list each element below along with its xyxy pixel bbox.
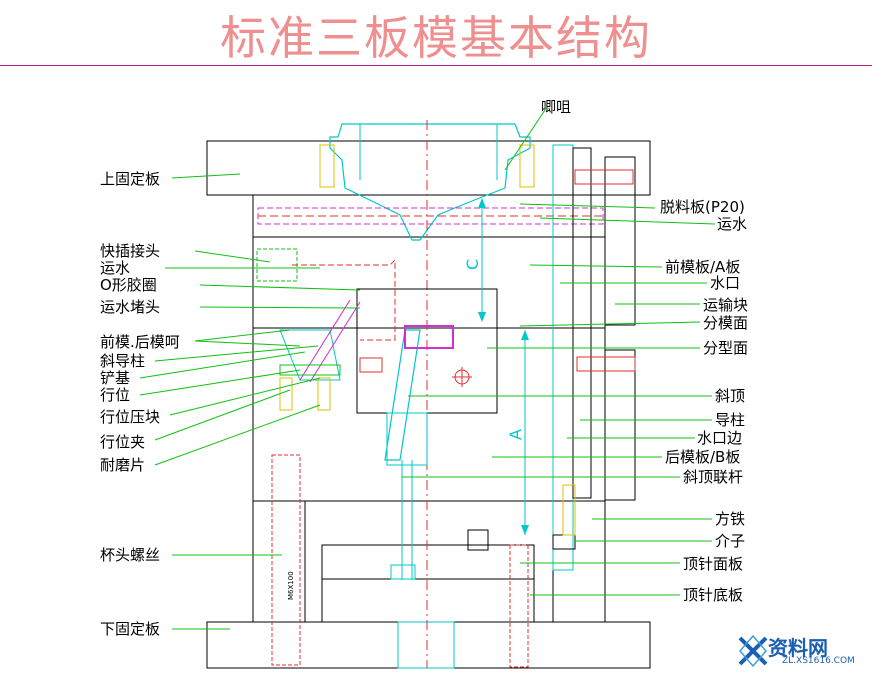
leader-slide-retainer (169, 377, 321, 416)
slide-stop (359, 357, 383, 373)
label-water-left: 运水 (100, 259, 131, 277)
core-lower (386, 412, 428, 466)
label-sprue-bushing: 唧咀 (541, 98, 572, 116)
leader-top-clamp (171, 173, 241, 179)
leader-slide-clip (154, 389, 291, 441)
leader-sprue (504, 109, 546, 171)
mid-bolt-right (576, 356, 636, 372)
slide-wear-plate (279, 364, 341, 376)
knockout-hole (397, 621, 455, 669)
top-screw-right (519, 144, 535, 188)
label-slide: 行位 (100, 386, 131, 404)
cup-head-screw (271, 454, 301, 666)
watermark-url: ZL.XS1616.COM (782, 656, 855, 666)
label-water-plug: 运水堵头 (100, 298, 161, 316)
ejector-small-bolt (467, 529, 489, 551)
label-guide-pin: 导柱 (715, 411, 746, 429)
label-lifter-rod: 斜顶联杆 (683, 468, 744, 486)
leader-quick-coupler (194, 250, 271, 263)
dimension-a: A (506, 429, 525, 440)
label-heel-block: 铲基 (100, 369, 131, 387)
puller-plate-right-lower (604, 349, 636, 501)
bottom-clamp-plate (206, 621, 651, 669)
leader-stripper (519, 203, 656, 209)
label-washer: 介子 (715, 532, 746, 550)
label-mold-tags: 前模.后模呵 (100, 333, 180, 351)
top-bolt-right (574, 169, 634, 185)
spacer-washer (552, 534, 576, 550)
label-transport-block: 运输块 (703, 296, 749, 314)
title-divider (0, 65, 872, 66)
watermark-logo-icon (738, 634, 768, 668)
label-bottom-clamp-plate: 下固定板 (100, 620, 161, 638)
label-runner-edge: 水口边 (697, 429, 743, 447)
top-clamp-plate (206, 140, 651, 196)
leader-a-plate (529, 264, 663, 268)
leader-angle-pin (154, 345, 319, 362)
leader-o-ring (199, 284, 361, 291)
ejector-retainer-plate (321, 544, 535, 580)
water-channel-left (292, 258, 396, 341)
leader-parting (519, 321, 701, 327)
label-a-plate: 前模板/A板 (665, 258, 741, 276)
a-plate (252, 236, 606, 329)
leader-mold-tag-1 (194, 329, 291, 342)
leader-wear-plate (154, 404, 321, 466)
label-spacer-block: 方铁 (715, 510, 746, 528)
lifter (384, 329, 421, 461)
label-slide-clip: 行位夹 (100, 433, 146, 451)
label-stripper-plate: 脱料板(P20) (660, 198, 745, 216)
label-water-right: 运水 (717, 215, 748, 233)
label-quick-coupler: 快插接头 (100, 242, 161, 260)
label-top-clamp-plate: 上固定板 (100, 170, 161, 188)
label-cup-head-screw: 杯头螺丝 (100, 546, 161, 564)
label-angle-pin: 斜导柱 (100, 352, 146, 370)
label-wear-plate: 耐磨片 (100, 456, 146, 474)
ejector-base-plate (321, 578, 535, 623)
label-ejector-retainer: 顶针面板 (683, 555, 744, 573)
sprue-bushing (329, 123, 531, 241)
leader-slide (139, 369, 301, 396)
page-title: 标准三板模基本结构 (220, 11, 652, 65)
angle-pin (299, 299, 351, 381)
slide (279, 329, 341, 381)
leader-heel (139, 351, 306, 379)
b-plate (252, 327, 606, 502)
label-parting-face: 分型面 (703, 339, 749, 357)
screw-mark-left: M6X100 (287, 571, 295, 600)
label-lifter: 斜顶 (715, 387, 746, 405)
slide-clip-left (279, 377, 293, 411)
water-inlet-left (256, 248, 298, 282)
yellow-guide (562, 484, 576, 536)
watermark-name: 资料网 (768, 636, 828, 660)
puller-plate-right (604, 156, 636, 326)
dimension-c: C (463, 259, 482, 270)
top-screw-left (319, 144, 335, 188)
guide-outer-right (572, 147, 592, 499)
leader-plug (199, 306, 361, 309)
watermark: 资料网 ZL.XS1616.COM (738, 632, 868, 672)
label-o-ring: O形胶圈 (100, 276, 157, 294)
leader-water-right (539, 217, 716, 225)
ejector-bolt (509, 544, 529, 668)
leader-mold-tag-2 (194, 340, 301, 347)
spacer-block-left (252, 500, 306, 623)
label-ejector-base: 顶针底板 (683, 586, 744, 604)
label-b-plate: 后模板/B板 (665, 448, 741, 466)
slide-clip-right (317, 377, 331, 411)
label-slide-retainer: 行位压块 (100, 408, 161, 426)
label-runner: 水口 (710, 274, 741, 292)
label-parting-plane: 分模面 (703, 314, 749, 332)
lifter-head (404, 325, 454, 349)
